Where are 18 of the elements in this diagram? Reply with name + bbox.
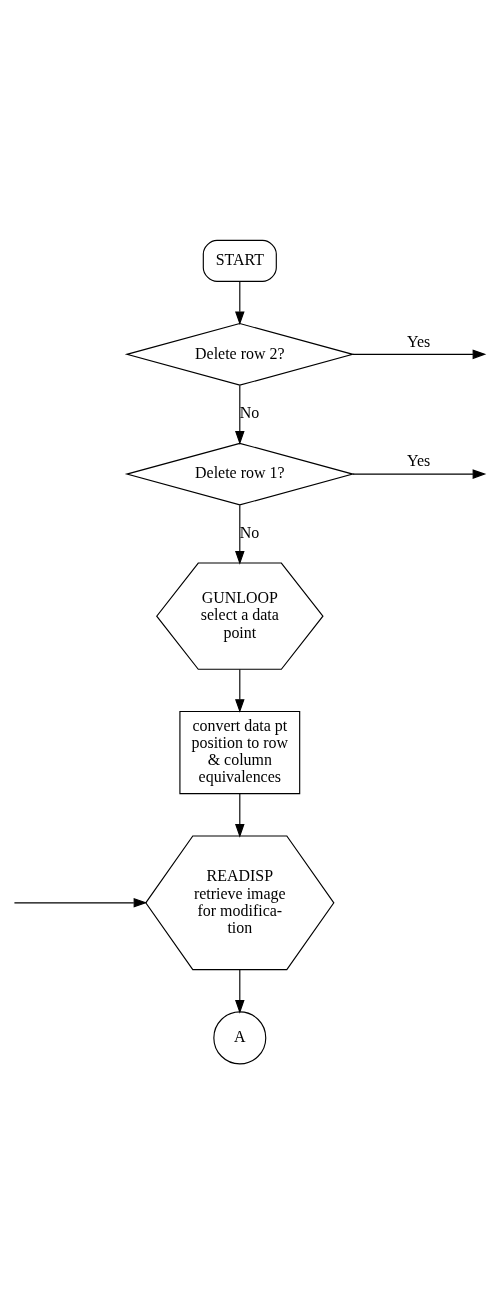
arrow	[13, 897, 147, 908]
node-diamond: Delete row 2?	[124, 322, 355, 386]
arrow	[234, 384, 245, 445]
node-circle: A	[212, 1010, 266, 1064]
arrow	[234, 280, 245, 325]
edge-label: No	[239, 523, 259, 541]
arrow	[234, 504, 245, 565]
edge-label: No	[239, 403, 259, 421]
arrow	[351, 468, 486, 479]
node-box: START	[202, 239, 277, 282]
node-box: convert data pt position to row & column equivalences	[178, 710, 300, 794]
arrow	[234, 968, 245, 1014]
node-diamond: Delete row 1?	[124, 442, 355, 505]
arrow	[234, 792, 245, 838]
arrow	[351, 349, 486, 359]
arrow	[234, 668, 245, 713]
edge-label: Yes	[406, 451, 430, 469]
edge-label: Yes	[406, 332, 430, 350]
